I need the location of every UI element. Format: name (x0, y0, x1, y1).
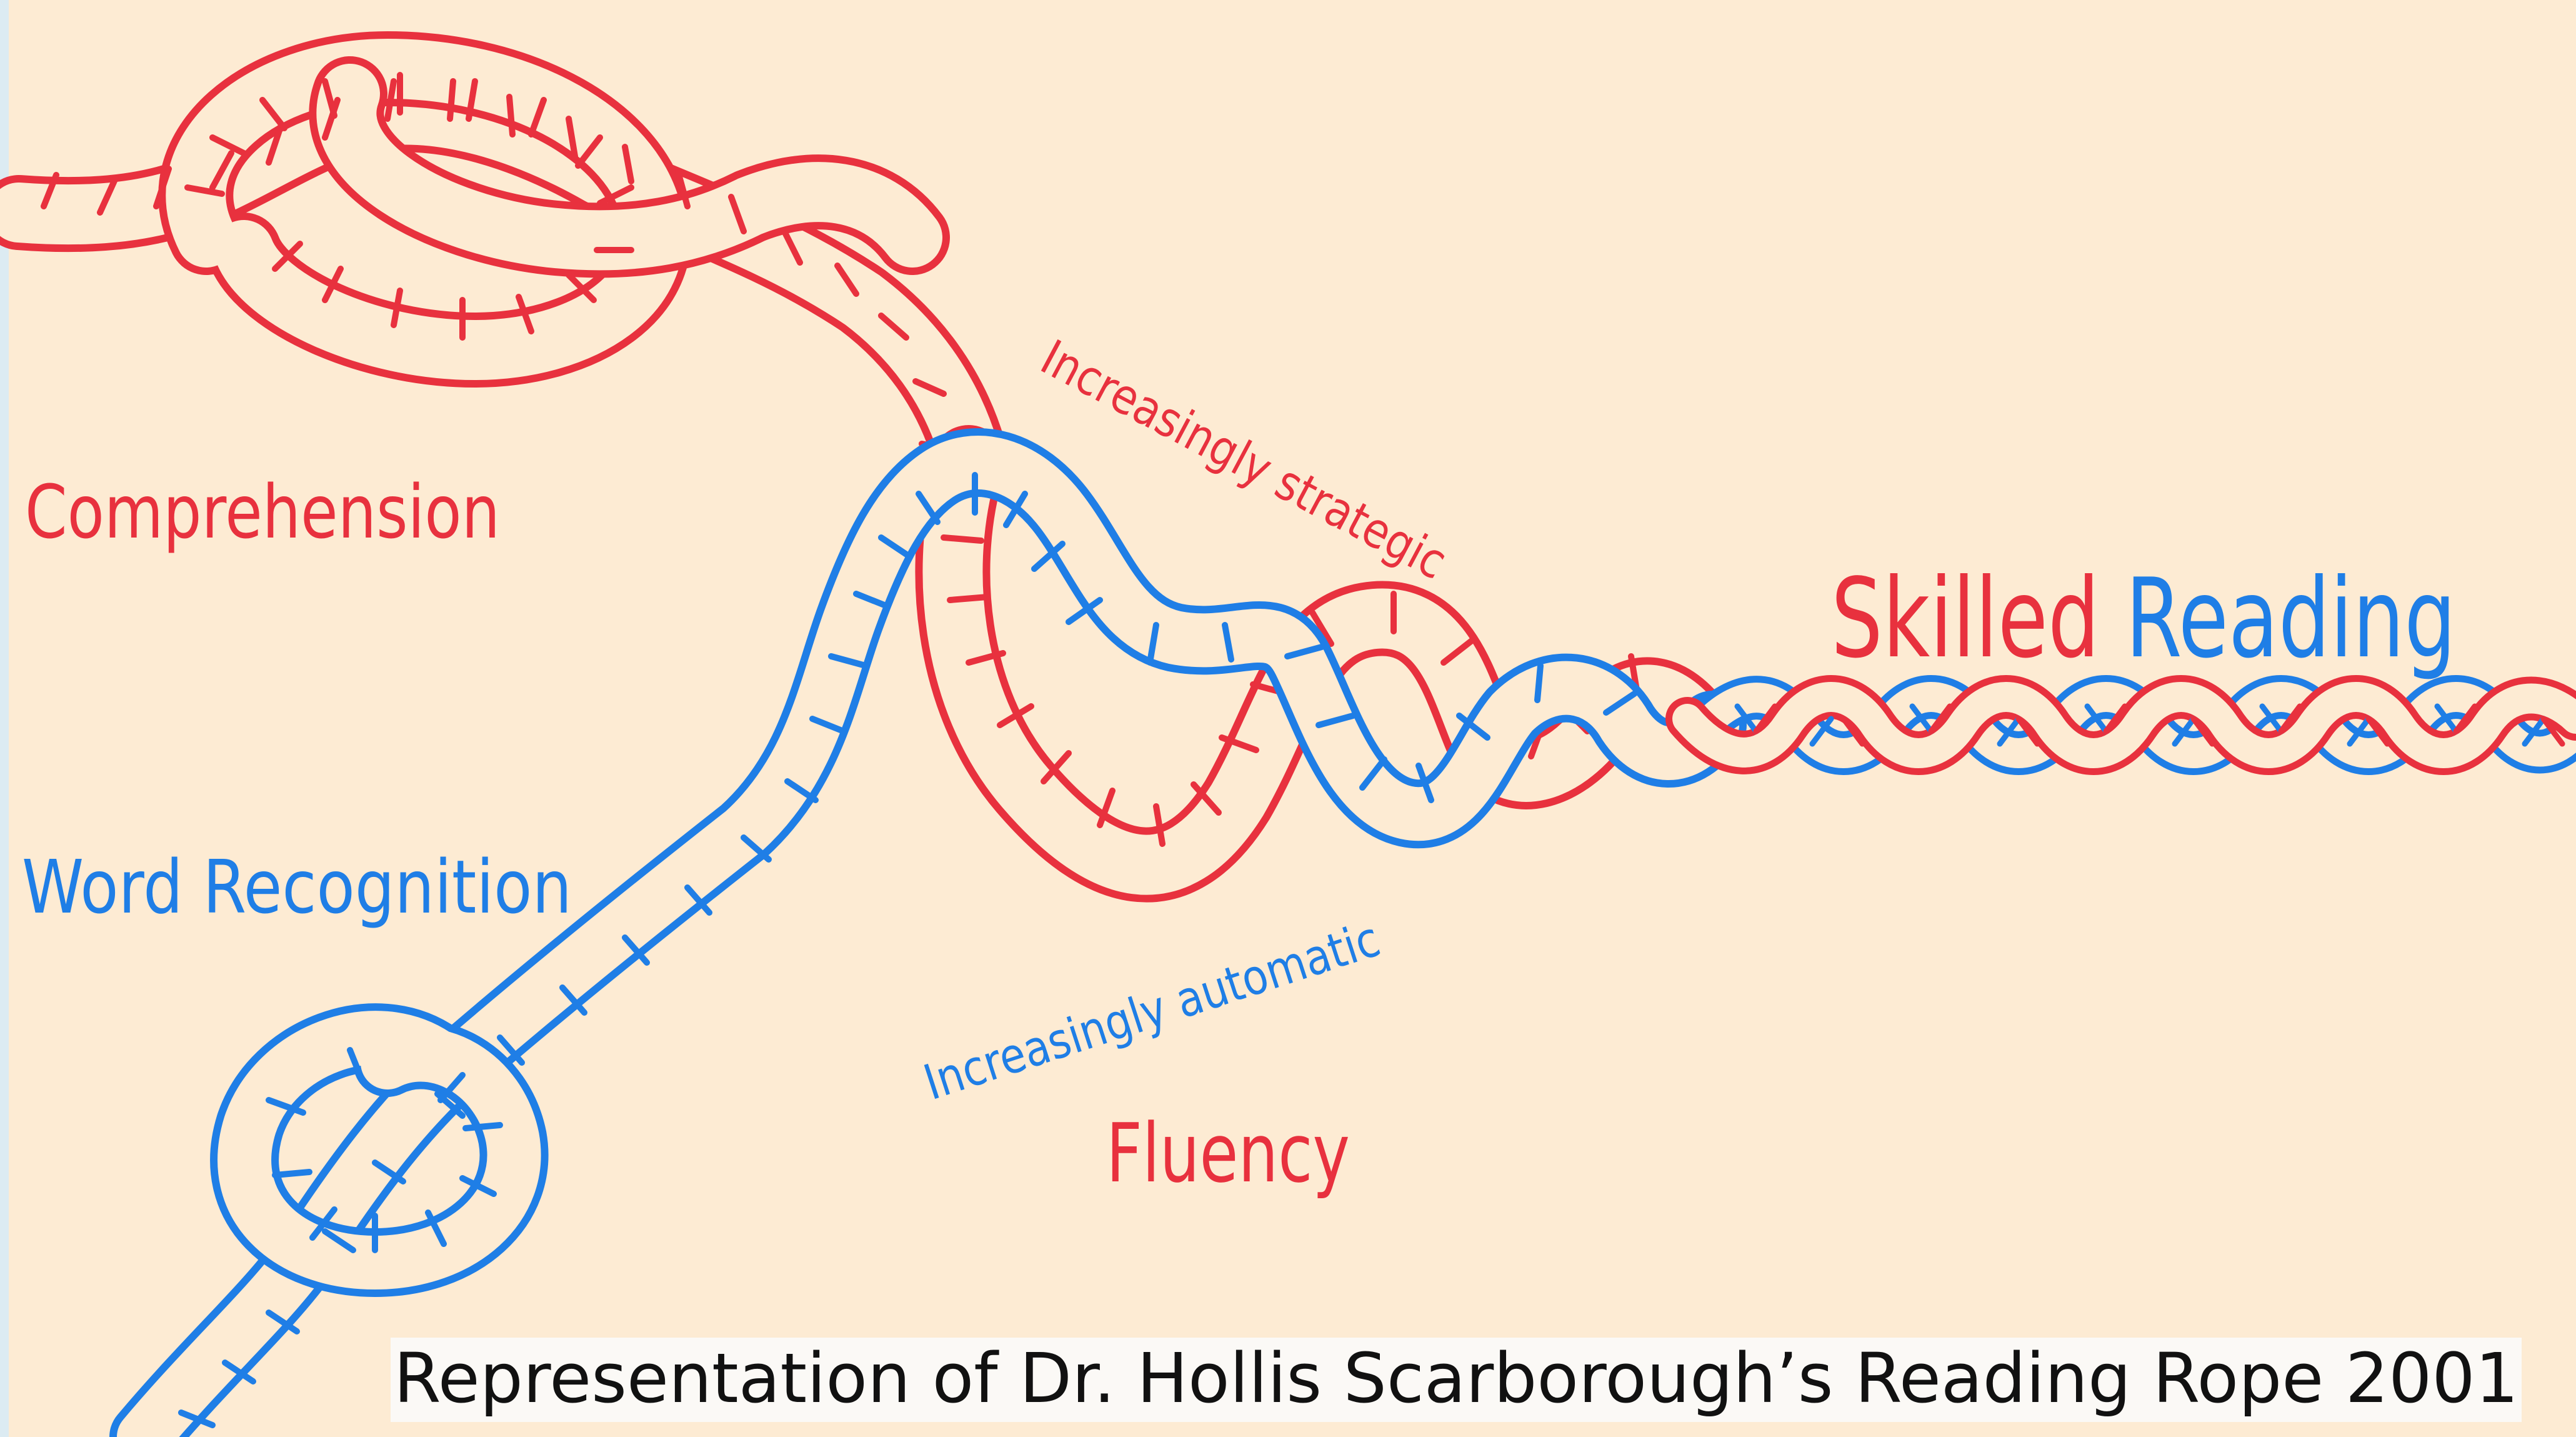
fluency-label: Fluency (1106, 1106, 1350, 1201)
skilled-reading-title: Skilled Reading (1831, 556, 2456, 683)
caption-text: Representation of Dr. Hollis Scarborough… (394, 1338, 2519, 1418)
skilled-word: Skilled (1831, 556, 2100, 683)
word-recognition-label: Word Recognition (22, 844, 572, 930)
reading-word: Reading (2125, 556, 2456, 683)
comprehension-label: Comprehension (25, 469, 500, 555)
